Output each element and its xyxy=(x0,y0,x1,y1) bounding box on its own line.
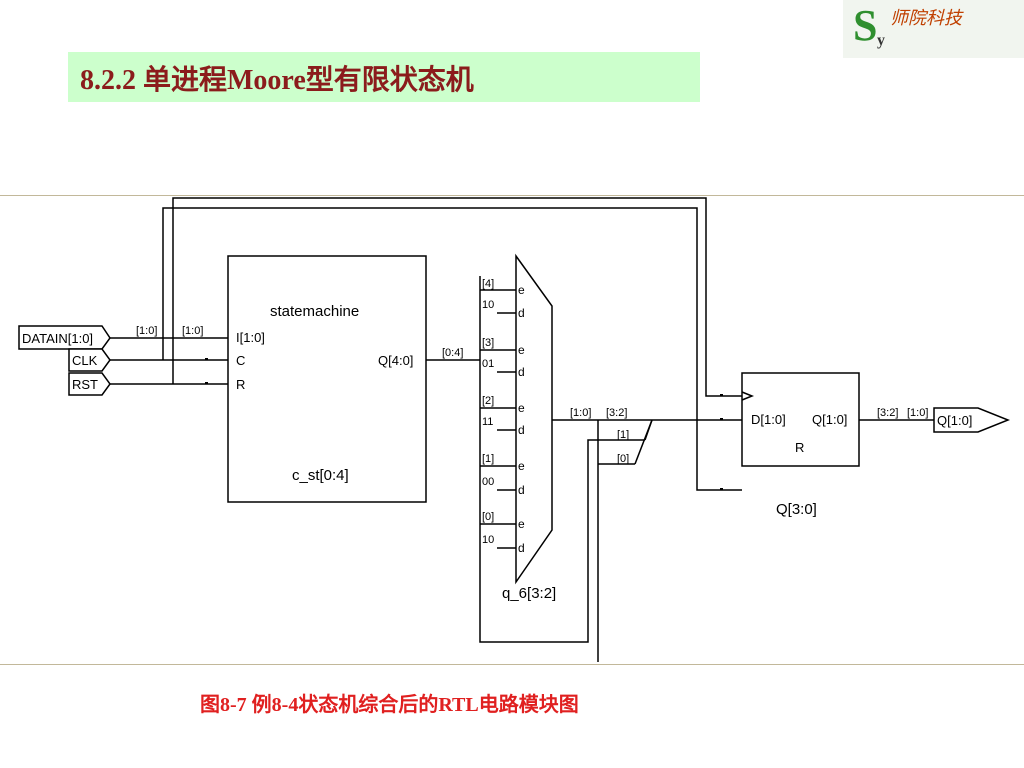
input-bus-label-a: [1:0] xyxy=(136,325,157,337)
input-label-rst: RST xyxy=(72,377,98,392)
logo-letter-s: S xyxy=(853,1,878,50)
sm-port-q: Q[4:0] xyxy=(378,353,413,368)
mux-out-label-b: [3:2] xyxy=(606,407,627,419)
rtl-circuit-diagram: DATAIN[1:0] CLK RST [1:0] [1:0] statemac… xyxy=(18,197,1011,662)
mux-val-2: 11 xyxy=(482,416,493,428)
title-banner xyxy=(68,52,700,102)
datain-input-port xyxy=(18,325,111,350)
mux-e-2: e xyxy=(518,401,525,415)
sm-instance: c_st[0:4] xyxy=(292,467,349,484)
mux-val-4: 10 xyxy=(482,299,494,311)
rst-input-port xyxy=(68,372,111,396)
sm-port-c: C xyxy=(236,353,245,368)
mux-e-3: e xyxy=(518,343,525,357)
reg-port-r: R xyxy=(795,440,804,455)
mux-name: q_6[3:2] xyxy=(502,585,556,602)
bottom-divider xyxy=(0,664,1024,665)
sm-port-i: I[1:0] xyxy=(236,330,265,345)
mux-idx-0: [0] xyxy=(482,511,494,523)
register-block xyxy=(741,372,860,467)
mux-val-1: 00 xyxy=(482,476,494,488)
mux-d-2: d xyxy=(518,423,525,437)
mux-e-0: e xyxy=(518,517,525,531)
mux-d-0: d xyxy=(518,541,525,555)
mux-d-4: d xyxy=(518,306,525,320)
input-label-clk: CLK xyxy=(72,353,98,368)
statemachine-block xyxy=(227,255,427,503)
mux-out-label-a: [1:0] xyxy=(570,407,591,419)
output-label: Q[1:0] xyxy=(937,413,972,428)
input-label-datain: DATAIN[1:0] xyxy=(22,331,93,346)
feedback-label-0: [0] xyxy=(617,453,629,465)
mux-e-4: e xyxy=(518,283,525,297)
reg-out-label-b: [1:0] xyxy=(907,407,928,419)
sm-out-bus-label: [0:4] xyxy=(442,347,463,359)
mux-block xyxy=(515,253,553,585)
reg-port-q: Q[1:0] xyxy=(812,412,847,427)
feedback-label-1: [1] xyxy=(617,429,629,441)
reg-port-d: D[1:0] xyxy=(751,412,786,427)
reg-out-label-a: [3:2] xyxy=(877,407,898,419)
statemachine-name: statemachine xyxy=(270,303,359,320)
mux-d-3: d xyxy=(518,365,525,379)
logo-text: 师院科技 xyxy=(890,8,962,29)
top-divider xyxy=(0,195,1024,196)
output-port xyxy=(933,407,1011,433)
mux-e-1: e xyxy=(518,459,525,473)
logo-panel xyxy=(843,0,1024,58)
sm-port-r: R xyxy=(236,377,245,392)
reg-instance: Q[3:0] xyxy=(776,501,817,518)
slide-title: 8.2.2 单进程Moore型有限状态机 xyxy=(80,65,474,96)
mux-idx-2: [2] xyxy=(482,395,494,407)
mux-idx-4: [4] xyxy=(482,278,494,290)
clk-input-port xyxy=(68,348,111,372)
mux-idx-3: [3] xyxy=(482,337,494,349)
mux-d-1: d xyxy=(518,483,525,497)
mux-val-0: 10 xyxy=(482,534,494,546)
mux-idx-1: [1] xyxy=(482,453,494,465)
figure-caption: 图8-7 例8-4状态机综合后的RTL电路模块图 xyxy=(200,694,579,716)
mux-val-3: 01 xyxy=(482,358,494,370)
input-bus-label-b: [1:0] xyxy=(182,325,203,337)
logo-letter-y: y xyxy=(877,32,885,49)
